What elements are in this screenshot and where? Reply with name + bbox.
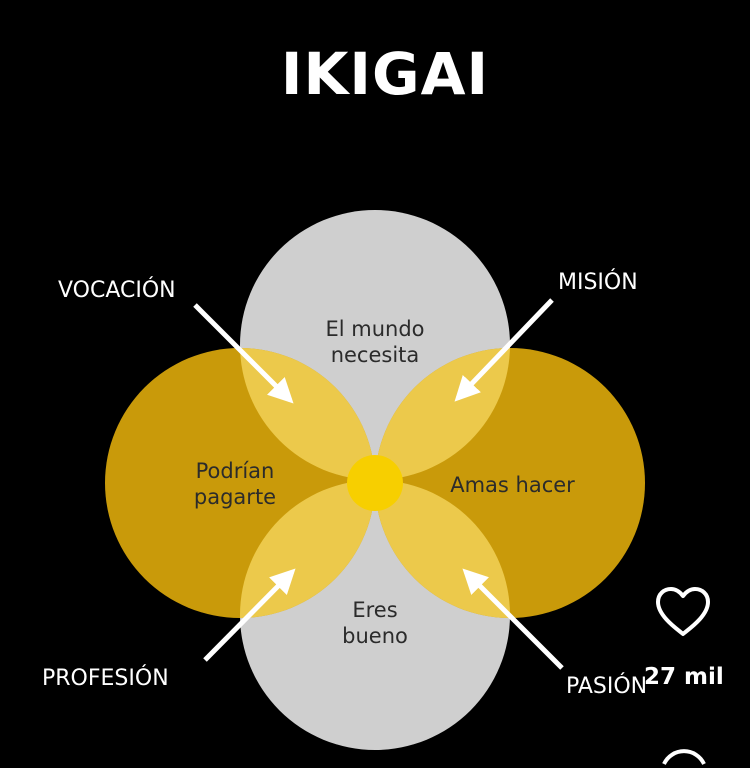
center-circle [347,455,403,511]
overlap-top-left [240,348,375,480]
mision-arrow [454,298,554,402]
right-circle-label: Amas hacer [450,473,575,497]
overlap-top-right [375,348,510,480]
left-circle-label: Podrían pagarte [193,459,277,509]
pasion-label: PASIÓN [566,674,648,699]
comment-icon[interactable] [656,728,712,768]
heart-outline-icon[interactable] [654,586,712,638]
vocacion-label: VOCACIÓN [58,278,176,303]
like-count: 27 mil [644,664,724,690]
mision-label: MISIÓN [558,270,638,295]
vocacion-arrow [193,303,294,404]
overlap-bottom-right [375,480,510,618]
ikigai-diagram [105,210,645,750]
bottom-circle-label: Eres bueno [342,598,408,648]
profesion-arrow [203,568,296,662]
profesion-label: PROFESIÓN [42,666,169,691]
pasion-arrow [462,568,564,670]
page-title: IKIGAI [280,40,490,108]
overlap-bottom-left [240,480,375,618]
top-circle-label: El mundo necesita [325,317,425,367]
